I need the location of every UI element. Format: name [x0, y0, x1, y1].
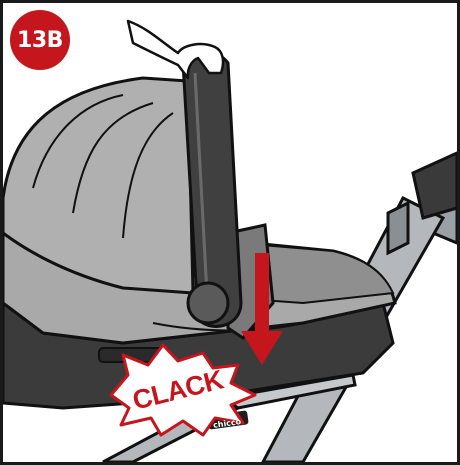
- hand-icon: [128, 21, 223, 78]
- step-number-label: 13B: [8, 8, 72, 72]
